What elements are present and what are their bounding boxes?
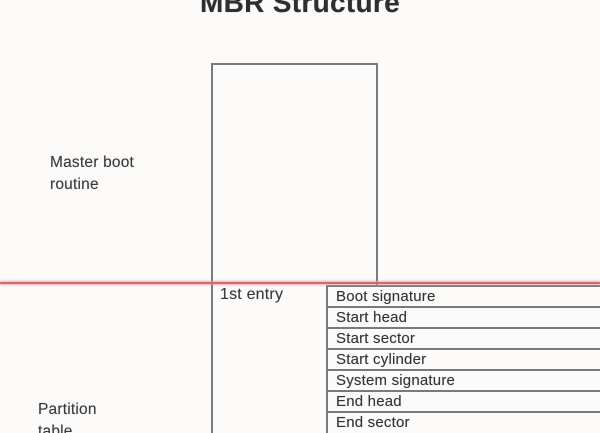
table-row-end-head: End head [328, 392, 600, 413]
master-boot-routine-label-line1: Master boot [50, 154, 135, 171]
first-entry-label: 1st entry [220, 286, 284, 303]
master-boot-routine-label-line2: routine [50, 175, 99, 193]
table-row-end-sector: End sector [336, 414, 410, 431]
table-row-boot-signature: Boot signature [328, 287, 600, 308]
table-row-system-signature: System signature [328, 371, 600, 392]
diagram-title: MBR Structure [200, 0, 400, 18]
table-row-start-head: Start head [328, 308, 600, 329]
partition-entry-table: Boot signature Start head Start sector S… [326, 285, 600, 433]
partition-table-label-line1: Partition [38, 401, 97, 418]
mbr-box-outline [211, 63, 378, 433]
red-divider-line [0, 282, 600, 284]
table-row-start-cylinder: Start cylinder [328, 350, 600, 371]
partition-table-label-line2: table [38, 422, 73, 433]
mbr-box-right-border [376, 63, 378, 287]
partition-table-label: Partition table [38, 399, 97, 433]
master-boot-routine-label: Master boot routine [50, 152, 134, 195]
table-row-start-sector: Start sector [328, 329, 600, 350]
